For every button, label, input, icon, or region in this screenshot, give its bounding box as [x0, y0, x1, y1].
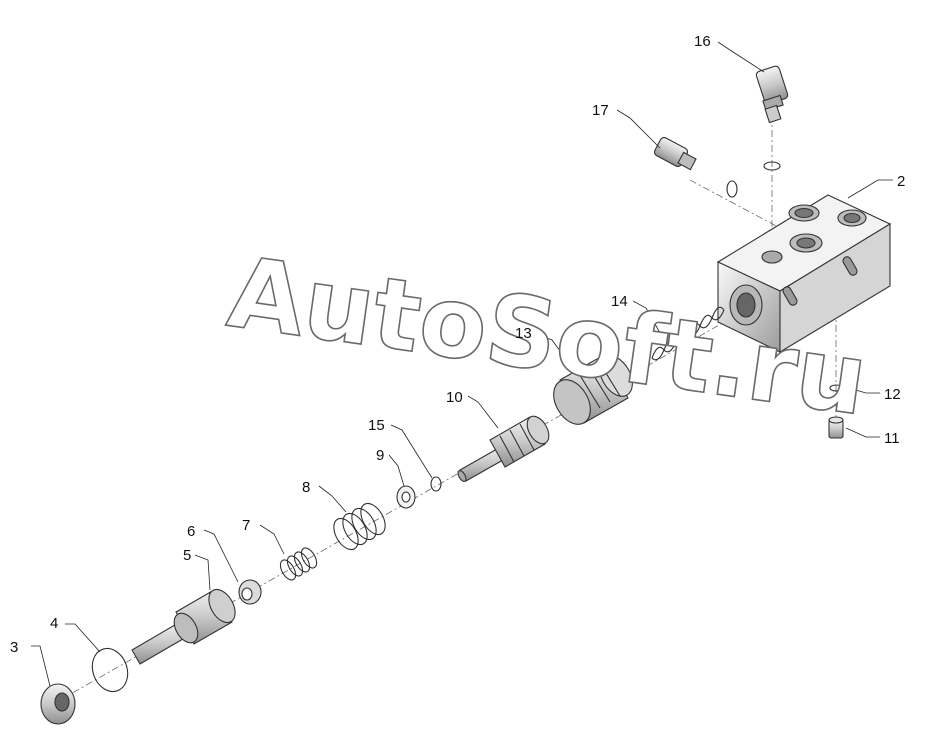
- callout-3: 3: [10, 639, 18, 656]
- plunger-part: [131, 588, 236, 665]
- collar-part: [238, 579, 262, 605]
- washers-part: [396, 476, 442, 509]
- callout-7: 7: [242, 517, 250, 534]
- callout-labels: 2 3 4 5 6 7 8 9 10 11 12 13 14 15 16 17: [10, 33, 905, 656]
- snap-ring-part: [91, 647, 129, 693]
- callout-15: 15: [368, 417, 385, 434]
- callout-16: 16: [694, 33, 711, 50]
- callout-10: 10: [446, 389, 463, 406]
- large-spring-part: [333, 502, 386, 551]
- callout-4: 4: [50, 615, 58, 632]
- pressure-switch-part: [755, 65, 789, 171]
- plug-washer-part: [828, 384, 844, 439]
- callout-17: 17: [592, 102, 609, 119]
- valve-sleeve-part: [553, 354, 633, 425]
- callout-9: 9: [376, 447, 384, 464]
- callout-2: 2: [897, 173, 905, 190]
- callout-11: 11: [884, 430, 900, 447]
- callout-14: 14: [611, 293, 628, 310]
- sensor-part: [653, 136, 738, 198]
- leader-lines: [31, 41, 893, 687]
- callout-5: 5: [183, 547, 191, 564]
- valve-body-part: [716, 194, 892, 353]
- spool-part: [457, 415, 550, 482]
- small-spring-part: [279, 547, 318, 581]
- callout-6: 6: [187, 523, 195, 540]
- callout-13: 13: [515, 325, 532, 342]
- callout-12: 12: [884, 386, 901, 403]
- callout-8: 8: [302, 479, 310, 496]
- spring-part: [651, 306, 725, 361]
- seal-part: [40, 683, 76, 725]
